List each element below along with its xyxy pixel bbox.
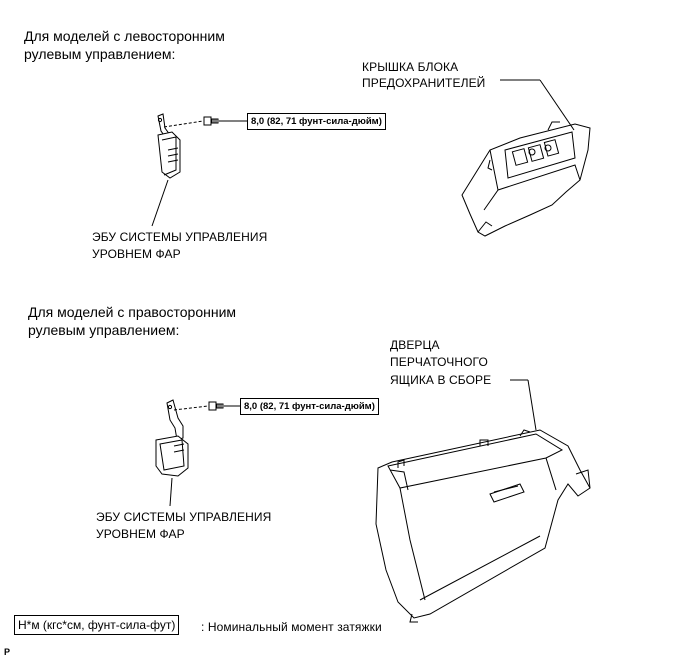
- fuse-cover-label-line2: ПРЕДОХРАНИТЕЛЕЙ: [362, 76, 486, 90]
- rhd-bolt-icon: [208, 401, 224, 411]
- rhd-torque-spec: 8,0 (82, 71 фунт-сила-дюйм): [240, 398, 379, 415]
- glove-box-leader: [527, 379, 537, 431]
- glove-box-label-line2: ПЕРЧАТОЧНОГО: [390, 355, 488, 369]
- lhd-ecu-label-line2: УРОВНЕМ ФАР: [92, 247, 181, 261]
- fuse-block-cover-illustration: [461, 121, 591, 237]
- lhd-ecu-illustration: [157, 113, 181, 179]
- lhd-ecu-label-line1: ЭБУ СИСТЕМЫ УПРАВЛЕНИЯ: [92, 230, 268, 244]
- torque-legend-description: : Номинальный момент затяжки: [201, 620, 382, 634]
- fuse-cover-label-line1: КРЫШКА БЛОКА: [362, 60, 459, 74]
- rhd-ecu-label-line2: УРОВНЕМ ФАР: [96, 527, 185, 541]
- lhd-torque-spec: 8,0 (82, 71 фунт-сила-дюйм): [247, 113, 386, 130]
- lhd-heading-line2: рулевым управлением:: [24, 46, 176, 62]
- lhd-ecu-leader: [151, 179, 169, 227]
- rhd-ecu-label-line1: ЭБУ СИСТЕМЫ УПРАВЛЕНИЯ: [96, 510, 272, 524]
- rhd-ecu-illustration: [155, 399, 189, 477]
- rhd-heading-line1: Для моделей с правосторонним: [28, 304, 237, 320]
- figure-code: P: [4, 647, 11, 657]
- rhd-heading-line2: рулевым управлением:: [28, 322, 180, 338]
- fuse-cover-leader: [539, 79, 575, 131]
- lhd-bolt-guide: [163, 120, 204, 128]
- rhd-bolt-guide: [173, 405, 209, 411]
- glove-box-illustration: [375, 429, 591, 623]
- lhd-heading-line1: Для моделей с левосторонним: [24, 28, 225, 44]
- glove-box-label-line1: ДВЕРЦА: [390, 338, 440, 352]
- glove-box-label-line3: ЯЩИКА В СБОРЕ: [390, 373, 492, 387]
- lhd-bolt-icon: [203, 116, 219, 126]
- rhd-ecu-leader: [169, 477, 173, 507]
- torque-unit-legend: Н*м (кгс*см, фунт-сила-фут): [14, 615, 180, 635]
